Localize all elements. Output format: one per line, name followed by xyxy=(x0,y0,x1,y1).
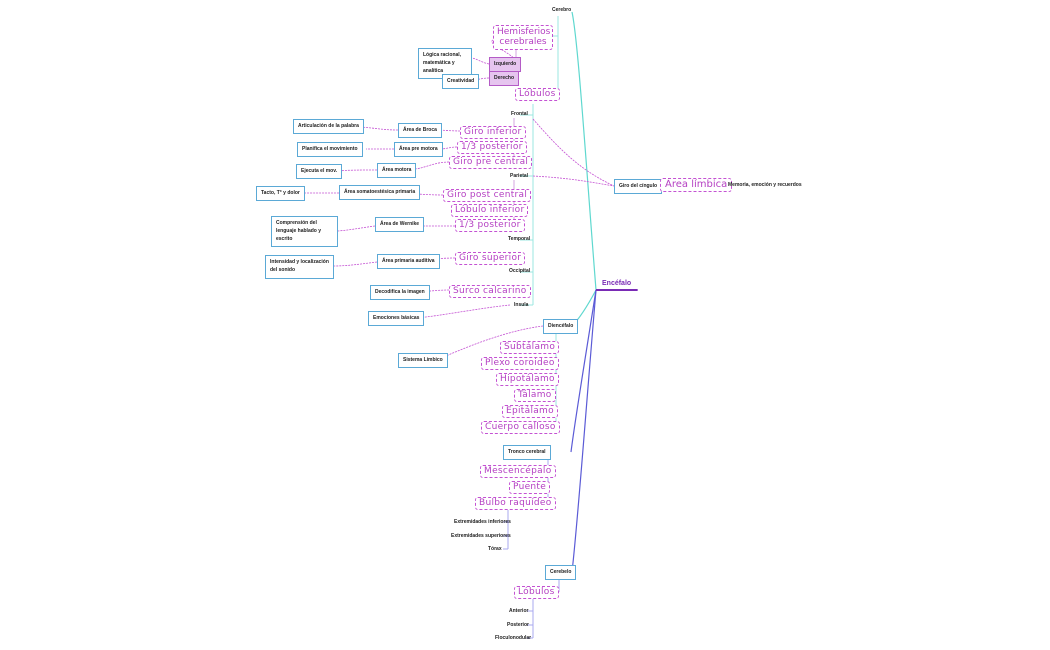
node-hipotalamo[interactable]: Hipotálamo xyxy=(496,373,559,386)
node-area-broca[interactable]: Área de Broca xyxy=(398,123,442,138)
node-extremidades-inferiores[interactable]: Extremidades inferiores xyxy=(454,519,511,525)
node-puente[interactable]: Puente xyxy=(509,481,551,494)
node-mescencefalo[interactable]: Mescencépalo xyxy=(480,465,556,478)
node-epitalamo[interactable]: Epitálamo xyxy=(502,405,558,418)
node-occipital[interactable]: Occipital xyxy=(509,268,531,274)
root-encefalo[interactable]: Encéfalo xyxy=(596,280,638,291)
node-anterior[interactable]: Anterior xyxy=(509,608,529,614)
node-frontal[interactable]: Frontal xyxy=(511,111,528,117)
node-sistema-limbico[interactable]: Sistema Límbico xyxy=(398,353,448,368)
node-comprension[interactable]: Comprensión del lenguaje hablado y escri… xyxy=(271,216,338,248)
node-surco-calcarino[interactable]: Surco calcarino xyxy=(449,285,531,298)
node-emociones[interactable]: Emociones básicas xyxy=(368,311,425,326)
node-hemisferios[interactable]: Hemisferios cerebrales xyxy=(493,25,553,50)
node-articulacion[interactable]: Articulación de la palabra xyxy=(293,119,364,134)
node-tercio-posterior-parietal[interactable]: 1/3 posterior xyxy=(455,219,525,232)
node-diencefalo[interactable]: Diencéfalo xyxy=(543,319,579,334)
node-planifica[interactable]: Planifica el movimiento xyxy=(297,142,363,157)
node-tercio-posterior-frontal[interactable]: 1/3 posterior xyxy=(457,141,527,154)
node-tronco-cerebral[interactable]: Tronco cerebral xyxy=(503,445,551,460)
node-area-pre-motora[interactable]: Área pre motora xyxy=(394,142,443,157)
node-lobulos-cerebelo[interactable]: Lóbulos xyxy=(514,586,559,599)
node-creatividad[interactable]: Creatividad xyxy=(442,74,480,89)
node-giro-post-central[interactable]: Giro post central xyxy=(443,189,532,202)
node-cuerpo-calloso[interactable]: Cuerpo calloso xyxy=(481,421,560,434)
node-area-auditiva[interactable]: Área primaria auditiva xyxy=(377,254,440,269)
node-subtalamo[interactable]: Subtálamo xyxy=(500,341,560,354)
node-posterior[interactable]: Posterior xyxy=(507,622,529,628)
node-giro-cingulo[interactable]: Giro del cíngulo xyxy=(614,179,663,194)
node-torax[interactable]: Tórax xyxy=(488,546,502,552)
node-izquierdo[interactable]: Izquierdo xyxy=(489,57,522,72)
node-cerebro[interactable]: Cerebro xyxy=(552,7,572,13)
node-memoria[interactable]: Memoria, emoción y recuerdos xyxy=(728,182,802,188)
node-area-motora[interactable]: Área motora xyxy=(377,163,417,178)
node-ejecuta[interactable]: Ejecuta el mov. xyxy=(296,164,343,179)
node-temporal[interactable]: Temporal xyxy=(508,236,531,242)
node-area-limbica[interactable]: Área límbica xyxy=(660,178,733,192)
node-talamo[interactable]: Tálamo xyxy=(514,389,556,402)
node-parietal[interactable]: Parietal xyxy=(510,173,529,179)
node-lobulos-cerebro[interactable]: Lóbulos xyxy=(515,88,560,101)
node-area-somato[interactable]: Área somatoestésica primaria xyxy=(339,185,421,200)
node-cerebelo[interactable]: Cerebelo xyxy=(545,565,577,580)
node-lobulo-inferior[interactable]: Lóbulo inferior xyxy=(451,204,529,217)
node-insula[interactable]: Insula xyxy=(514,302,529,308)
node-tacto[interactable]: Tacto, T° y dolor xyxy=(256,186,305,201)
node-giro-superior[interactable]: Giro superior xyxy=(455,252,526,265)
node-intensidad[interactable]: Intensidad y localización del sonido xyxy=(265,255,334,279)
node-plexo-coroideo[interactable]: Plexo coroideo xyxy=(481,357,559,370)
node-floculonodular[interactable]: Floculonodular xyxy=(495,635,532,641)
node-decodifica[interactable]: Decodifica la imagen xyxy=(370,285,430,300)
node-area-wernike[interactable]: Área de Wernike xyxy=(375,217,425,232)
node-derecho[interactable]: Derecho xyxy=(489,71,520,86)
node-giro-inferior[interactable]: Giro inferior xyxy=(460,126,526,139)
node-giro-pre-central[interactable]: Giro pre central xyxy=(449,156,533,169)
node-bulbo-raquideo[interactable]: Bulbo raquídeo xyxy=(475,497,556,510)
node-extremidades-superiores[interactable]: Extremidades superiores xyxy=(451,533,511,539)
